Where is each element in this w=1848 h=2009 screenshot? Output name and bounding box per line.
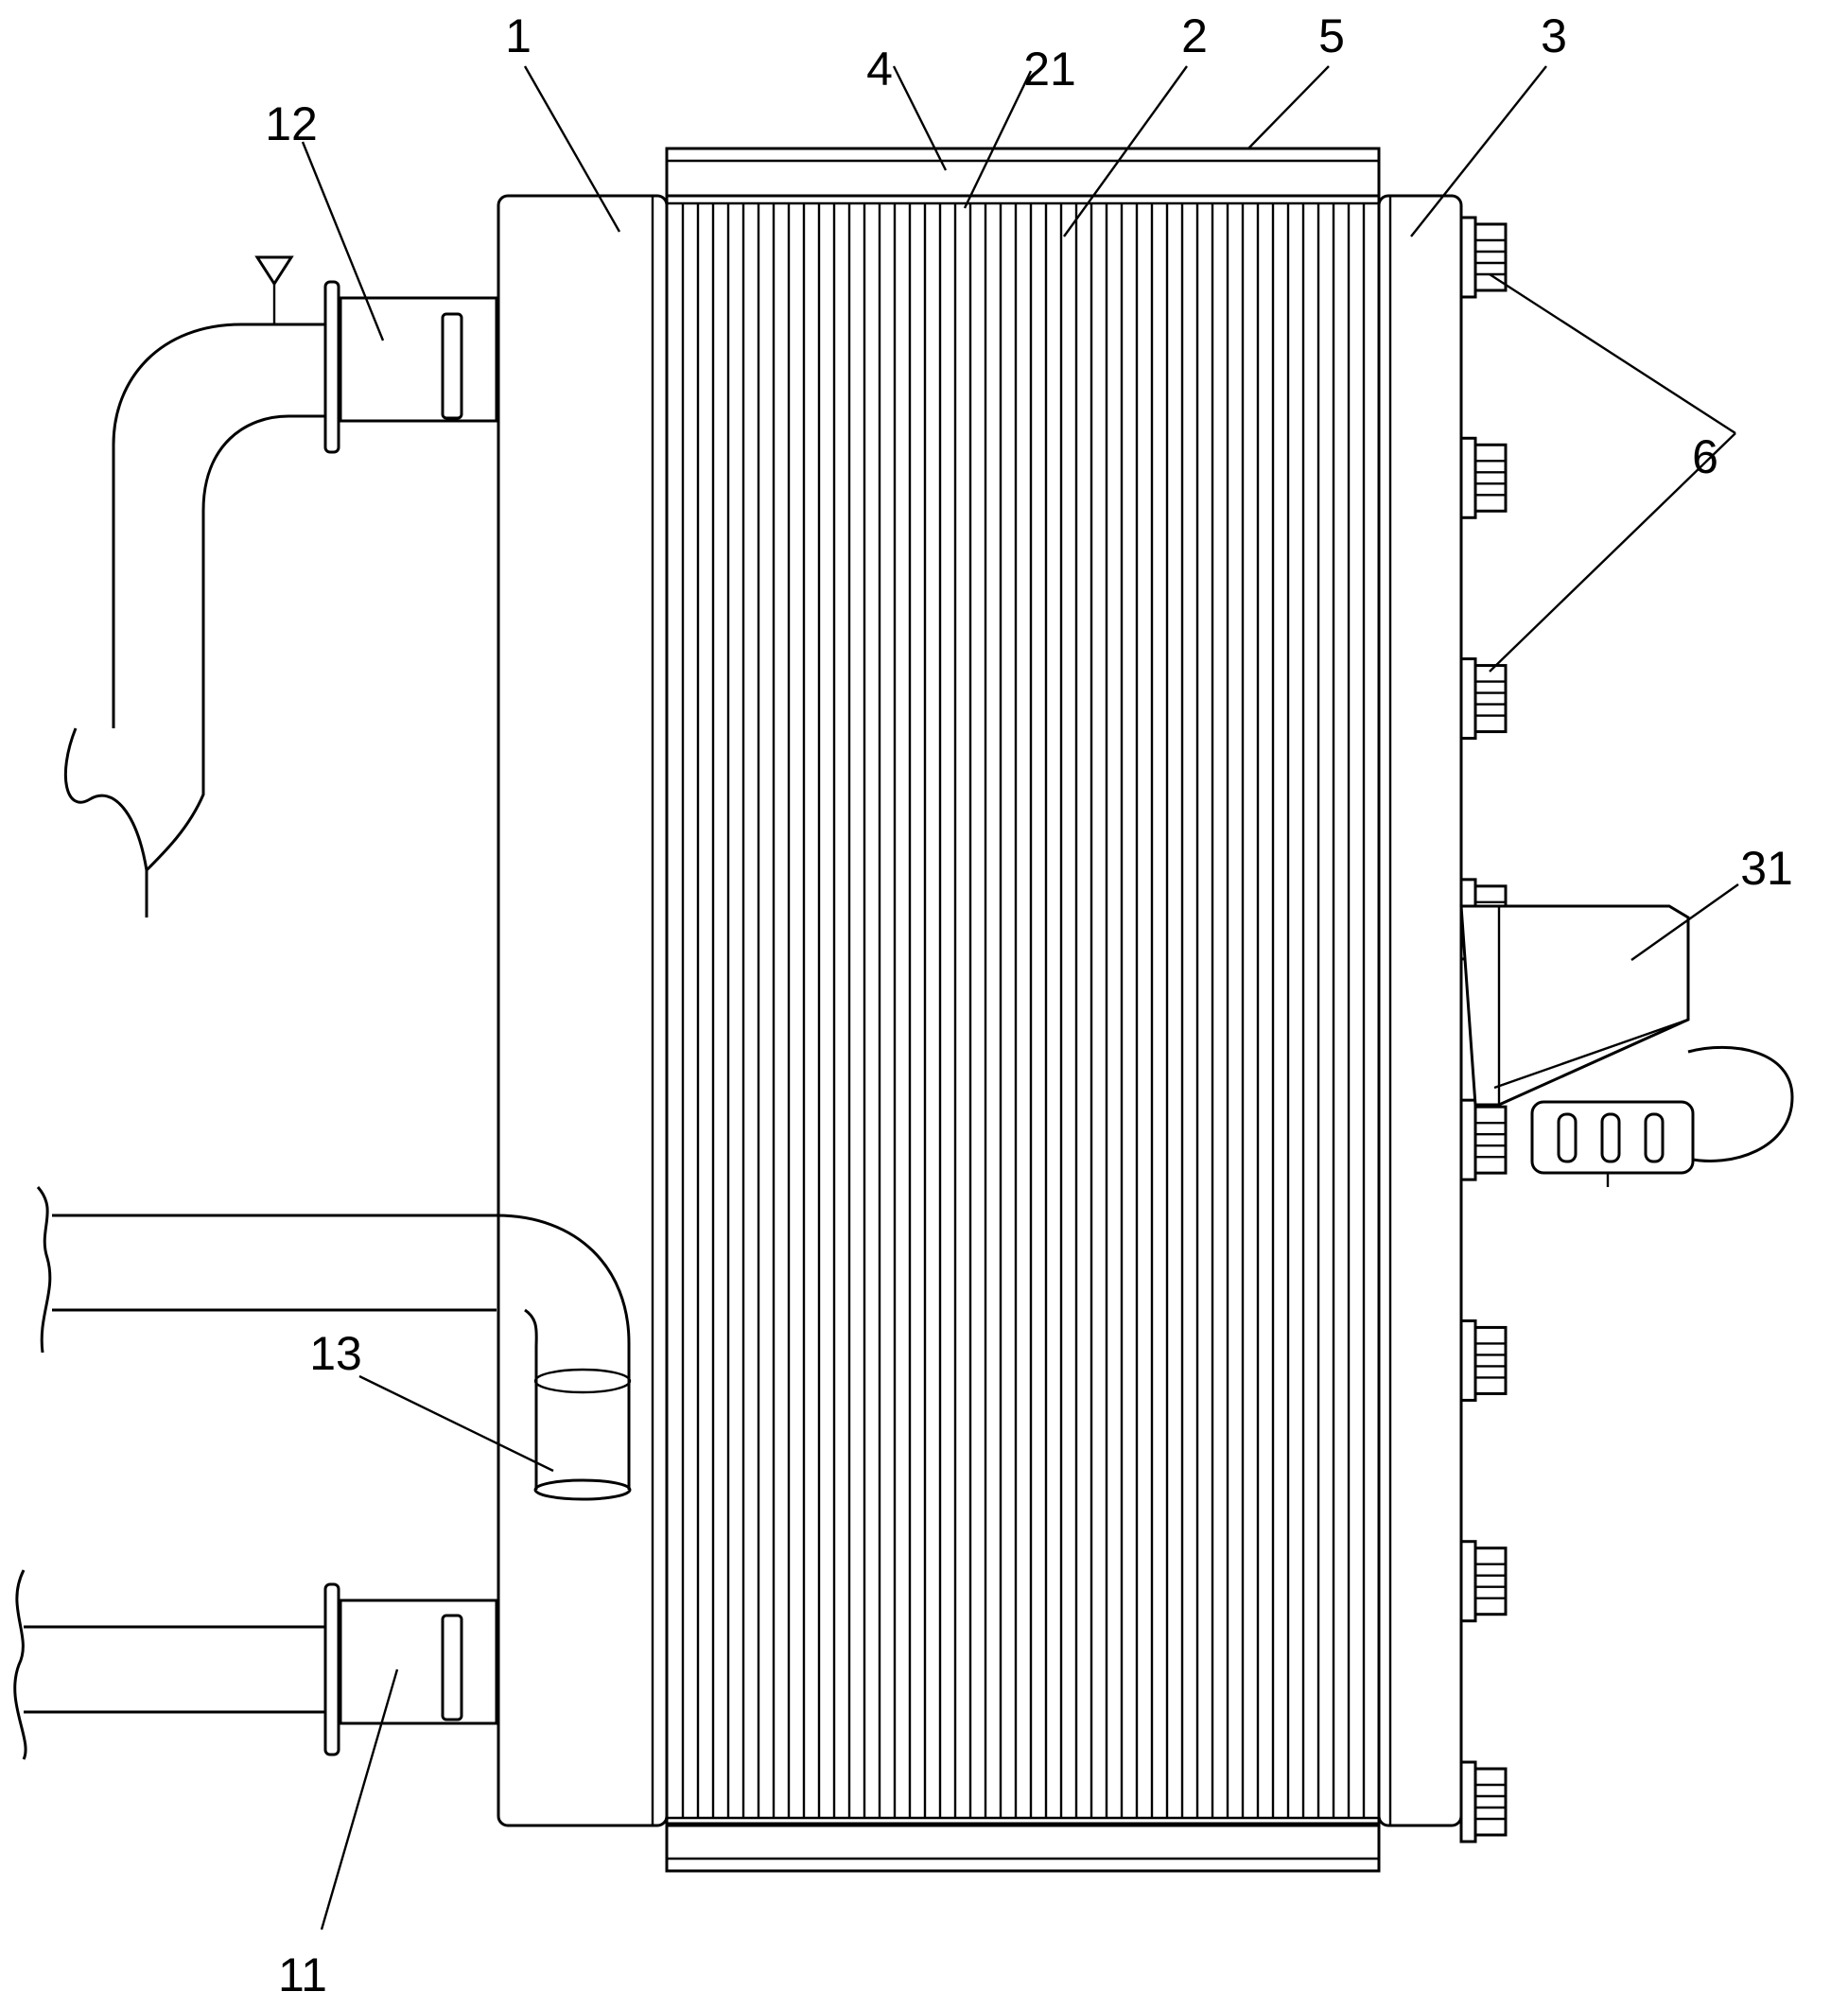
bolt xyxy=(1459,657,1508,741)
bolt xyxy=(1459,1319,1508,1402)
label-1: 1 xyxy=(505,9,532,62)
right-header-tank xyxy=(1377,194,1463,1827)
bottom-plate xyxy=(665,1822,1381,1873)
label-4: 4 xyxy=(866,43,893,96)
bolt xyxy=(1459,1098,1508,1181)
fin-group xyxy=(681,203,1366,1818)
outlet-pipe xyxy=(63,255,498,917)
bolt xyxy=(1459,1540,1508,1623)
label-3: 3 xyxy=(1541,9,1567,62)
inlet-pipe xyxy=(13,1569,498,1760)
elbow-pipe xyxy=(36,1186,632,1501)
label-21: 21 xyxy=(1023,43,1076,96)
leader-lines xyxy=(301,65,1739,1930)
label-31: 31 xyxy=(1740,842,1793,895)
radiator-core xyxy=(665,194,1381,1827)
label-11: 11 xyxy=(278,1948,327,2001)
label-13: 13 xyxy=(309,1327,362,1380)
label-12: 12 xyxy=(265,97,318,150)
bolt xyxy=(1459,1760,1508,1843)
bolt xyxy=(1459,216,1508,299)
label-5: 5 xyxy=(1318,9,1345,62)
top-plate xyxy=(665,147,1381,198)
label-6: 6 xyxy=(1692,430,1718,483)
junction-box xyxy=(1459,904,1794,1187)
left-header-tank xyxy=(497,194,669,1827)
bolt xyxy=(1459,436,1508,519)
label-2: 2 xyxy=(1181,9,1208,62)
